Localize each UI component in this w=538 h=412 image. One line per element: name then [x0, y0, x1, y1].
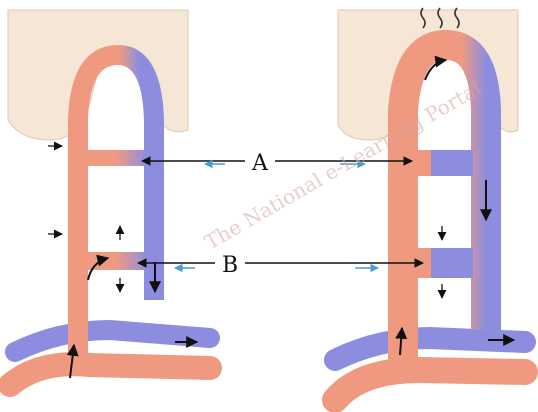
- left-rung-upper: [84, 150, 148, 166]
- right-arteriole: [335, 370, 525, 400]
- left-capillary-arch: [78, 55, 154, 360]
- right-venule: [335, 338, 525, 360]
- left-arteriole: [10, 364, 210, 385]
- right-rung-upper-artery: [415, 150, 431, 176]
- label-a: A: [251, 151, 269, 176]
- label-b: B: [222, 253, 238, 278]
